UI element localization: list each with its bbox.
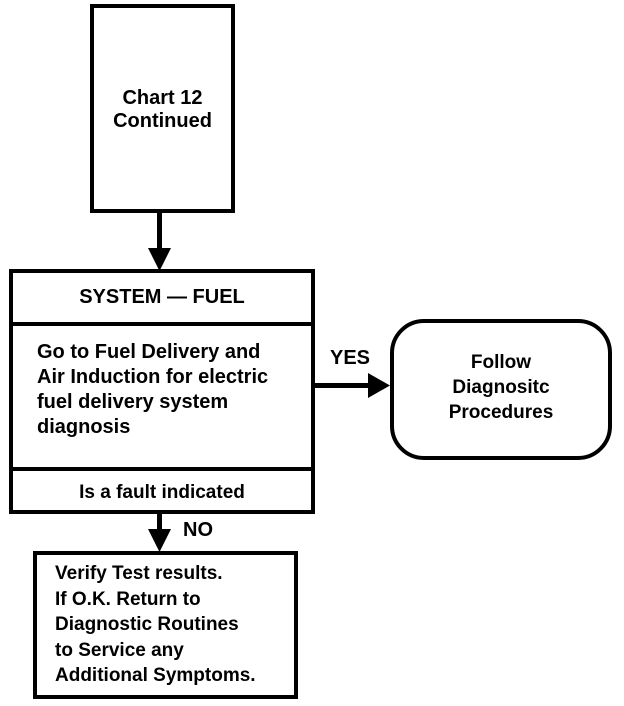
yes-label: YES xyxy=(330,347,371,369)
instruction-line: diagnosis xyxy=(37,416,131,438)
arrow-head-down-icon xyxy=(148,529,171,552)
decision-question: Is a fault indicated xyxy=(79,481,245,503)
instruction-line: Air Induction for electric xyxy=(37,366,269,388)
instruction-line: fuel delivery system xyxy=(37,391,229,413)
decision-box-instructions: Go to Fuel Delivery and Air Induction fo… xyxy=(13,326,311,471)
no-result-text: Verify Test results. If O.K. Return to D… xyxy=(55,561,294,689)
arrow-start-to-decision xyxy=(148,212,171,271)
arrow-yes-branch xyxy=(314,373,390,398)
arrow-head-right-icon xyxy=(368,373,390,398)
no-label: NO xyxy=(183,519,213,541)
arrow-no-branch xyxy=(148,513,171,552)
start-box-text: Chart 12 Continued xyxy=(113,87,212,133)
no-result-line: to Service any xyxy=(55,639,184,661)
instruction-line: Go to Fuel Delivery and xyxy=(37,341,261,363)
no-result-line: Verify Test results. xyxy=(55,563,223,584)
arrow-stem xyxy=(314,383,372,388)
yes-result-text: Follow Diagnositc Procedures xyxy=(449,350,554,425)
start-box-line: Chart 12 xyxy=(122,86,203,109)
arrow-head-down-icon xyxy=(148,248,171,271)
yes-result-line: Diagnositc xyxy=(452,377,550,398)
no-result-line: Additional Symptoms. xyxy=(55,665,256,686)
start-box-line: Continued xyxy=(113,109,212,132)
arrow-stem xyxy=(157,513,162,533)
start-box-chart-12-continued: Chart 12 Continued xyxy=(90,4,235,213)
decision-box-header: SYSTEM — FUEL xyxy=(13,273,311,326)
no-result-line: Diagnostic Routines xyxy=(55,614,239,635)
arrow-stem xyxy=(157,212,162,252)
no-result-line: If O.K. Return to xyxy=(55,588,201,610)
yes-result-line: Procedures xyxy=(448,402,554,423)
yes-result-line: Follow xyxy=(470,352,532,373)
decision-box: SYSTEM — FUEL Go to Fuel Delivery and Ai… xyxy=(9,269,315,514)
no-result-box: Verify Test results. If O.K. Return to D… xyxy=(33,551,298,699)
yes-result-box: Follow Diagnositc Procedures xyxy=(390,319,612,460)
